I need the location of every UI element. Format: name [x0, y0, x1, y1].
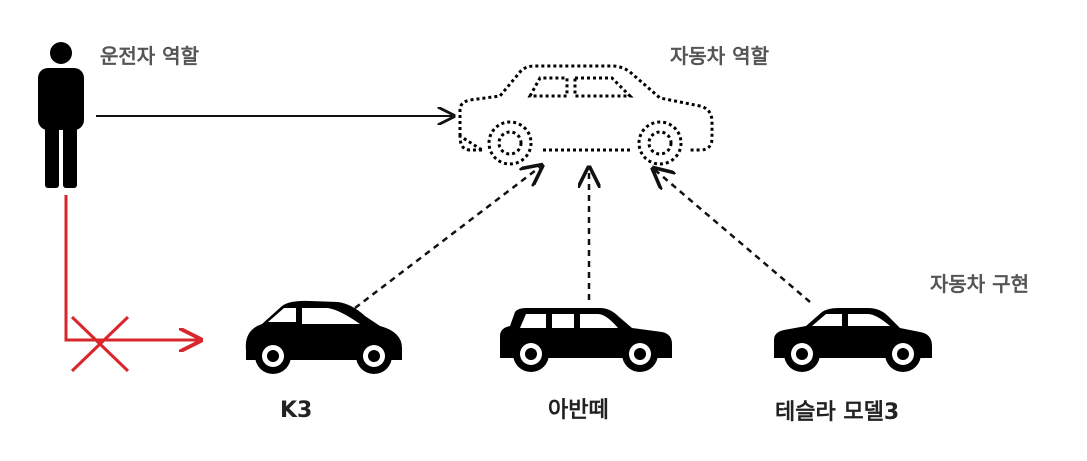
- driver-role-label: 운전자 역할: [100, 44, 199, 68]
- k3-label: K3: [280, 398, 313, 423]
- forbidden-direct-dependency: [64, 195, 198, 373]
- person-icon: [38, 42, 84, 188]
- x-mark-icon: [70, 315, 130, 373]
- avante-label: 아반떼: [548, 398, 609, 423]
- tesla-label: 테슬라 모델3: [775, 400, 900, 425]
- implementation-arrows: [354, 167, 811, 309]
- car-impl-label: 자동차 구현: [930, 272, 1029, 296]
- avante-car-icon: [500, 308, 672, 372]
- car-role-outline-icon: [458, 64, 714, 166]
- k3-impl-arrow: [354, 167, 540, 309]
- tesla-impl-arrow: [655, 170, 811, 303]
- k3-car-icon: [245, 300, 402, 374]
- tesla-car-icon: [774, 308, 932, 372]
- car-role-label: 자동차 역할: [670, 44, 769, 68]
